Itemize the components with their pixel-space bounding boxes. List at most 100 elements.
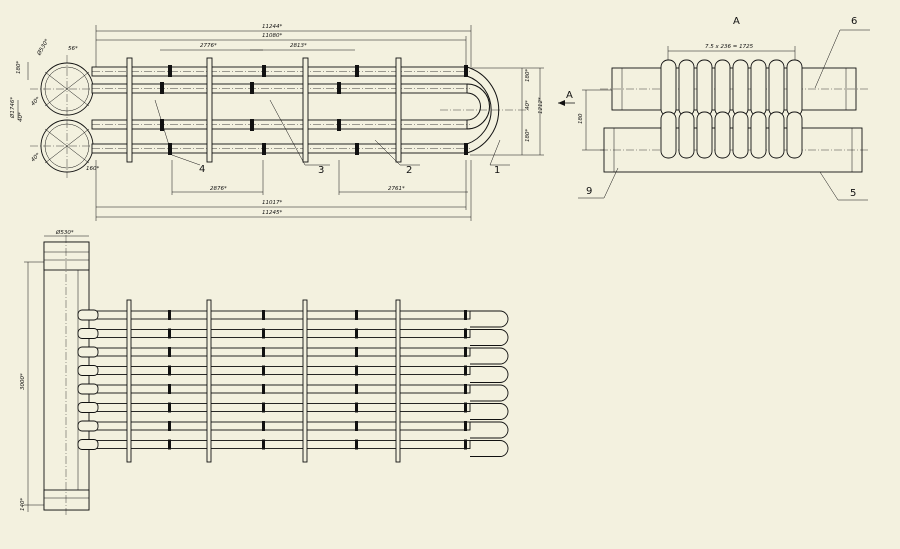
plan-u-bend — [470, 310, 509, 328]
plan-clamp — [262, 365, 265, 376]
plan-clamp — [464, 310, 467, 320]
clamps — [160, 65, 468, 155]
plan-tube-end — [77, 309, 99, 321]
arrow-a-label: A — [566, 90, 573, 101]
dim-pitch: 7.5 x 236 = 1725 — [705, 44, 754, 50]
leader-9: 9 — [586, 186, 592, 197]
header-body — [43, 241, 90, 511]
view-a-label: A — [733, 16, 740, 27]
plan-tube-end — [77, 439, 99, 450]
plan-u-bend — [470, 329, 509, 346]
leader-3: 3 — [318, 165, 324, 176]
plan-clamp — [355, 402, 358, 413]
dim-56: 56* — [68, 46, 78, 52]
plan-clamp — [262, 439, 265, 450]
plan-clamp — [262, 421, 265, 431]
dim-11245: 11245* — [262, 210, 282, 216]
plan-clamp — [464, 384, 467, 394]
plan-clamp — [464, 347, 467, 357]
plan-tube-row — [89, 366, 471, 375]
dim-40b: 40* — [30, 152, 41, 163]
plan-clamp — [262, 310, 265, 320]
dim-140: 140* — [20, 498, 26, 511]
plan-tube-row — [89, 421, 471, 431]
plan-tube-end — [77, 346, 99, 358]
dim-530b: Ø530* — [55, 229, 74, 236]
plan-clamp — [355, 439, 358, 450]
plan-tube-row — [89, 310, 471, 320]
plan-tube-row — [89, 329, 471, 338]
plan-u-bend — [470, 440, 509, 457]
plan-tube-row — [89, 440, 471, 449]
leader-6: 6 — [851, 16, 857, 27]
plan-clamp — [355, 365, 358, 376]
plan-clamp — [464, 328, 467, 339]
leader-2: 2 — [406, 165, 412, 176]
plan-clamp — [355, 328, 358, 339]
plan-supports — [126, 299, 401, 463]
dim-11080: 11080* — [262, 33, 282, 39]
dim-11244: 11244* — [262, 24, 282, 30]
leader-4: 4 — [199, 164, 205, 175]
dim-40a: 40* — [30, 96, 41, 107]
plan-tube-row — [89, 384, 471, 394]
plan-tube-end — [77, 328, 99, 339]
dim-3000: 3000* — [20, 373, 26, 390]
plan-tube-row — [89, 403, 471, 412]
plan-clamp — [262, 402, 265, 413]
plan-clamp — [168, 365, 171, 376]
leader-1: 1 — [494, 165, 500, 176]
dim-530: Ø530* — [35, 38, 50, 58]
plan-tube-row — [89, 347, 471, 357]
plan-tube-end — [77, 420, 99, 432]
plan-clamp — [355, 421, 358, 431]
plan-clamp — [168, 439, 171, 450]
plan-tube-end — [77, 365, 99, 376]
plan-clamp — [168, 328, 171, 339]
plan-clamp — [168, 347, 171, 357]
dim-180b: 180* — [525, 69, 531, 82]
plan-clamp — [262, 328, 265, 339]
dim-side-180: 180 — [578, 113, 584, 124]
plan-view: 3000* 140* Ø530* — [20, 229, 509, 515]
leader-5: 5 — [850, 188, 856, 199]
plan-tube-end — [77, 383, 99, 395]
plan-clamp — [168, 421, 171, 431]
tube-rows — [91, 66, 470, 154]
plan-clamp — [355, 384, 358, 394]
plan-clamp — [464, 402, 467, 413]
dim-40d: 40* — [525, 100, 531, 110]
dim-1212: 1212* — [538, 97, 544, 114]
plan-clamp — [262, 347, 265, 357]
dim-11017: 11017* — [262, 200, 282, 206]
plan-tube-rows — [77, 309, 509, 457]
front-view: 11244* 11080* 2776* 2813* 56* Ø530* 2876… — [9, 24, 575, 221]
dim-2761: 2761* — [388, 186, 405, 192]
coils-lower — [660, 111, 803, 159]
plan-u-bend — [470, 403, 509, 420]
dim-1746: Ø1746* — [9, 97, 16, 119]
plan-clamp — [168, 384, 171, 394]
dim-2813: 2813* — [290, 43, 307, 49]
dim-2876: 2876* — [210, 186, 227, 192]
plan-u-bend — [470, 421, 509, 439]
plan-clamp — [262, 384, 265, 394]
plan-clamp — [464, 365, 467, 376]
plan-clamp — [168, 310, 171, 320]
dim-180: 180* — [16, 61, 22, 74]
dim-40c: 40* — [18, 112, 24, 122]
plan-u-bend — [470, 384, 509, 402]
plan-u-bend — [470, 366, 509, 383]
dim-180c: 180* — [525, 129, 531, 142]
dim-160: 160* — [86, 166, 99, 172]
plan-clamp — [464, 421, 467, 431]
plan-u-bend — [470, 347, 509, 365]
plan-tube-end — [77, 402, 99, 413]
plan-clamp — [464, 439, 467, 450]
plan-clamp — [355, 310, 358, 320]
plan-clamp — [355, 347, 358, 357]
view-a: A — [578, 16, 870, 201]
supports — [126, 57, 402, 163]
plan-clamp — [168, 402, 171, 413]
